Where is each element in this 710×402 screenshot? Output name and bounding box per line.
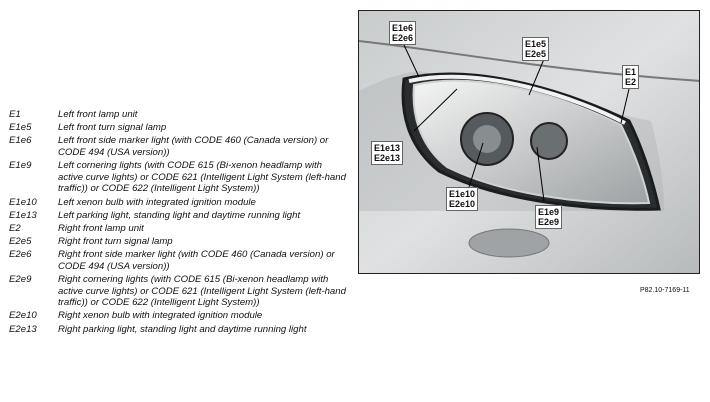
legend-desc: Right parking light, standing light and …	[58, 323, 307, 335]
legend-row: E2e6 Right front side marker light (with …	[9, 249, 347, 272]
led-strip	[408, 74, 626, 125]
legend-row: E1 Left front lamp unit	[9, 109, 347, 121]
figure-reference: P82.10-7169-11	[640, 287, 690, 294]
callout-e6: E1e6 E2e6	[389, 21, 417, 45]
legend-desc: Right front lamp unit	[58, 222, 144, 234]
legend-row: E1e5 Left front turn signal lamp	[9, 122, 347, 134]
legend-row: E2 Right front lamp unit	[9, 223, 347, 235]
legend-desc: Right front side marker light (with CODE…	[58, 249, 335, 272]
legend-desc: Left front side marker light (with CODE …	[58, 135, 329, 158]
callout-e10: E1e10 E2e10	[446, 187, 479, 211]
washer-cover	[468, 228, 550, 258]
callout-e9: E1e9 E2e9	[535, 205, 563, 229]
legend-code: E1e10	[9, 196, 37, 208]
legend-row: E2e10 Right xenon bulb with integrated ig…	[9, 310, 347, 322]
reflector-module	[530, 122, 568, 160]
callout-e12: E1 E2	[622, 65, 640, 89]
legend-row: E2e9 Right cornering lights (with CODE 61…	[9, 274, 347, 309]
legend-row: E1e13 Left parking light, standing light …	[9, 210, 347, 222]
legend-desc: Left front turn signal lamp	[58, 122, 167, 134]
legend-row: E1e10 Left xenon bulb with integrated ign…	[9, 197, 347, 209]
legend-code: E1e13	[9, 209, 37, 221]
legend-desc: Right xenon bulb with integrated ignitio…	[58, 310, 263, 322]
legend-code: E2e10	[9, 310, 37, 322]
projector-inner	[473, 125, 501, 153]
legend-row: E2e13 Right parking light, standing light…	[9, 324, 347, 336]
legend-row: E1e6 Left front side marker light (with C…	[9, 135, 347, 158]
legend-desc: Left xenon bulb with integrated ignition…	[58, 196, 256, 208]
callout-e13: E1e13 E2e13	[371, 141, 404, 165]
legend-code: E2e13	[9, 323, 37, 335]
legend-code: E1	[9, 109, 21, 120]
legend-desc: Right cornering lights (with CODE 615 (B…	[58, 274, 346, 309]
legend-code: E1e9	[9, 160, 32, 172]
legend-code: E2	[9, 222, 21, 234]
legend-desc: Left front lamp unit	[58, 109, 138, 120]
callout-e5: E1e5 E2e5	[522, 37, 550, 61]
legend-desc: Left parking light, standing light and d…	[58, 209, 301, 221]
legend-code: E2e9	[9, 274, 32, 286]
legend-row: E1e9 Left cornering lights (with CODE 615…	[9, 160, 347, 195]
hood-line	[359, 40, 699, 82]
legend-code: E2e5	[9, 236, 32, 248]
legend-code: E1e5	[9, 122, 32, 134]
legend-list: E1 Left front lamp unit E1e5 Left front tu…	[9, 109, 347, 337]
legend-row: E2e5 Right front turn signal lamp	[9, 236, 347, 248]
callout-leaders	[403, 44, 630, 202]
legend-desc: Left cornering lights (with CODE 615 (Bi…	[58, 160, 346, 195]
legend-desc: Right front turn signal lamp	[58, 236, 173, 248]
legend-code: E2e6	[9, 249, 32, 261]
legend-code: E1e6	[9, 135, 32, 147]
headlamp-photo: E1e6 E2e6 E1e5 E2e5 E1 E2 E1e13 E2e13 E1…	[358, 10, 700, 274]
